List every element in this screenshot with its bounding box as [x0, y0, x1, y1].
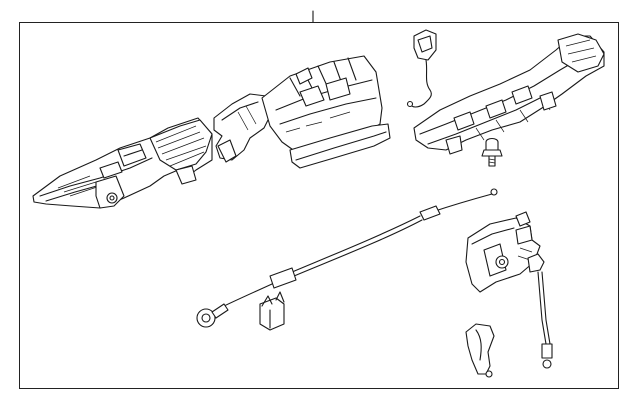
right-support-bracket: [413, 33, 605, 155]
glove-box-assembly: [213, 55, 391, 169]
latch-assembly: [465, 211, 541, 293]
handle: [465, 323, 495, 378]
cable-clip: [259, 291, 285, 331]
diagram-frame: [19, 22, 619, 389]
wiring-connector: [406, 29, 437, 108]
latch-rod: [527, 253, 553, 369]
release-cable: [196, 188, 498, 328]
dash-pad-left-bracket: [32, 117, 213, 209]
mounting-bolt: [481, 137, 503, 167]
